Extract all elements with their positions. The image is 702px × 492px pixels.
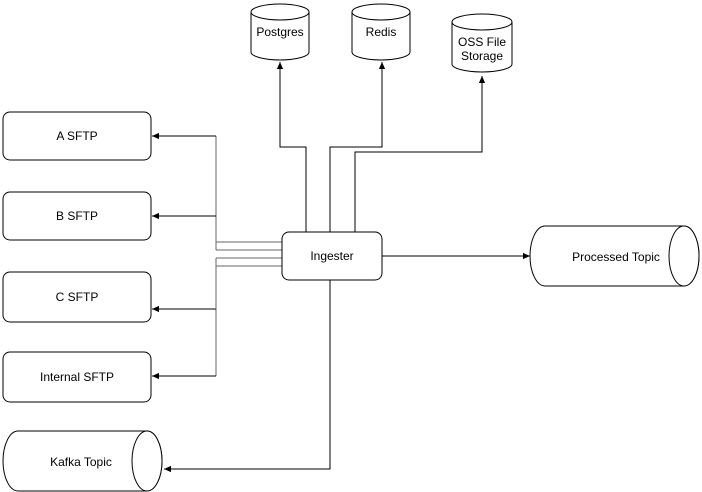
- oss-label-line2: Storage: [461, 49, 503, 63]
- edge-ingester-kafka-topic: [164, 280, 331, 473]
- ingester-box[interactable]: Ingester: [281, 231, 383, 281]
- redis-db[interactable]: Redis: [351, 3, 411, 61]
- b-sftp-box[interactable]: B SFTP: [2, 191, 152, 241]
- processed-topic-queue[interactable]: Processed Topic: [529, 225, 700, 287]
- edge-ingester-redis: [329, 62, 386, 232]
- kafka-topic-queue[interactable]: Kafka Topic: [2, 430, 163, 492]
- c-sftp-box[interactable]: C SFTP: [2, 271, 152, 323]
- b-sftp-label: B SFTP: [56, 209, 98, 223]
- processed-topic-label: Processed Topic: [572, 250, 660, 264]
- oss-label-line1: OSS File: [458, 35, 506, 49]
- a-sftp-label: A SFTP: [56, 129, 97, 143]
- c-sftp-label: C SFTP: [56, 290, 99, 304]
- edge-ingester-postgres: [276, 62, 307, 232]
- ingester-label: Ingester: [310, 249, 353, 263]
- oss-file-storage-db[interactable]: OSS File Storage: [451, 13, 513, 73]
- postgres-db[interactable]: Postgres: [250, 3, 310, 61]
- connectors: [152, 62, 530, 473]
- postgres-label: Postgres: [256, 25, 303, 39]
- edge-ingester-oss: [354, 76, 486, 232]
- a-sftp-box[interactable]: A SFTP: [2, 111, 152, 161]
- internal-sftp-label: Internal SFTP: [40, 370, 114, 384]
- redis-label: Redis: [366, 25, 397, 39]
- internal-sftp-box[interactable]: Internal SFTP: [2, 351, 152, 403]
- kafka-topic-label: Kafka Topic: [50, 455, 112, 469]
